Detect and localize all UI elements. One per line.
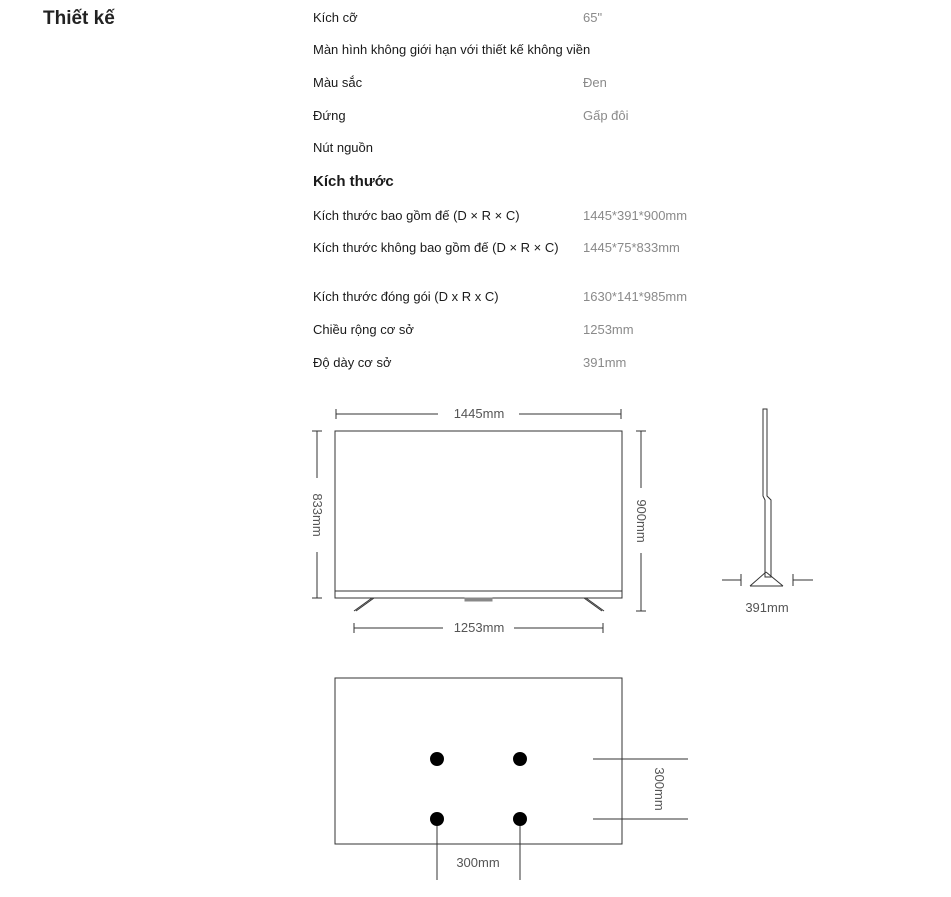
label-front-width: 1445mm (454, 406, 505, 421)
label-stand-width: 1253mm (454, 620, 505, 635)
section-title: Thiết kế (43, 8, 115, 29)
spec-value-color: Đen (583, 75, 607, 90)
dim-label-with-stand: Kích thước bao gồm đế (D × R × C) (313, 208, 520, 223)
vesa-vertical-dimension (593, 758, 688, 820)
spec-label-size: Kích cỡ (313, 10, 358, 25)
vesa-horizontal-dimension (436, 826, 521, 880)
vesa-hole-bottom-right (513, 812, 527, 826)
dim-label-base-depth: Độ dày cơ sở (313, 355, 392, 370)
tv-side-view (749, 408, 784, 587)
dim-value-without-stand: 1445*75*833mm (583, 240, 680, 255)
dim-label-base-width: Chiều rộng cơ sở (313, 322, 414, 337)
spec-label-stand: Đứng (313, 108, 346, 123)
spec-value-stand: Gấp đôi (583, 108, 629, 123)
dim-value-packaging: 1630*141*985mm (583, 289, 688, 304)
stand-width-dimension (353, 623, 604, 633)
front-height-dimension (312, 430, 322, 599)
side-depth-dimension (722, 574, 813, 586)
tv-front-stand-feet (353, 597, 605, 612)
label-front-height: 833mm (310, 493, 325, 536)
tv-front-screen (334, 430, 623, 599)
tv-rear-panel (334, 677, 623, 845)
dim-label-packaging: Kích thước đóng gói (D x R x C) (313, 289, 499, 304)
front-width-dimension (335, 409, 622, 419)
dim-value-base-depth: 391mm (583, 355, 627, 370)
dimensions-heading: Kích thước (313, 173, 394, 190)
dim-value-with-stand: 1445*391*900mm (583, 208, 688, 223)
spec-label-borderless: Màn hình không giới hạn với thiết kế khô… (313, 42, 591, 57)
spec-value-size: 65" (583, 10, 603, 25)
spec-label-color: Màu sắc (313, 75, 363, 90)
vesa-hole-top-left (430, 752, 444, 766)
label-vesa-horizontal: 300mm (456, 855, 499, 870)
vesa-hole-top-right (513, 752, 527, 766)
spec-label-power-button: Nút nguồn (313, 140, 373, 155)
label-side-depth: 391mm (745, 600, 788, 615)
label-total-height: 900mm (634, 499, 649, 542)
dim-label-without-stand: Kích thước không bao gồm đế (D × R × C) (313, 240, 559, 255)
vesa-hole-bottom-left (430, 812, 444, 826)
total-height-dimension (636, 430, 646, 612)
dim-value-base-width: 1253mm (583, 322, 634, 337)
label-vesa-vertical: 300mm (652, 767, 667, 810)
